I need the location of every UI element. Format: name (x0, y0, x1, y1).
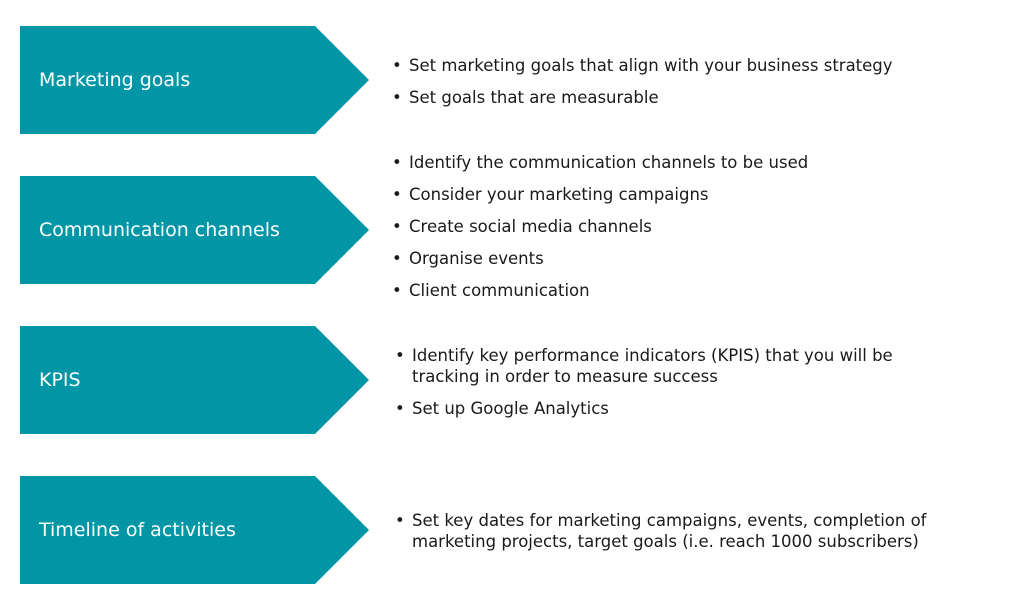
bullet-line: Set key dates for marketing campaigns, e… (412, 511, 927, 530)
bullet-line: marketing projects, target goals (i.e. r… (412, 532, 919, 551)
bullet-item: Consider your marketing campaigns (392, 184, 808, 205)
chevron-arrow-shape (20, 26, 369, 134)
bullet-line: tracking in order to measure success (412, 367, 718, 386)
bullet-item: Identify key performance indicators (KPI… (395, 345, 893, 387)
step-label: Communication channels (39, 219, 280, 241)
step-label: Timeline of activities (39, 519, 236, 541)
step-arrow-kpis: KPIS (20, 326, 369, 434)
bullet-item: Organise events (392, 248, 808, 269)
bullet-item: Set goals that are measurable (392, 87, 893, 108)
bullet-list-kpis: Identify key performance indicators (KPI… (395, 345, 893, 430)
step-label: Marketing goals (39, 69, 191, 91)
bullet-line: Identify key performance indicators (KPI… (412, 346, 893, 365)
chevron-arrow-shape (20, 476, 369, 584)
chevron-arrow-shape (20, 176, 369, 284)
step-arrow-timeline-of-activities: Timeline of activities (20, 476, 369, 584)
bullet-item: Set key dates for marketing campaigns, e… (395, 510, 927, 552)
chevron-arrow-shape (20, 326, 369, 434)
bullet-list-marketing-goals: Set marketing goals that align with your… (392, 55, 893, 119)
bullet-list-timeline-of-activities: Set key dates for marketing campaigns, e… (395, 510, 927, 563)
step-label: KPIS (39, 369, 81, 391)
bullet-item: Client communication (392, 280, 808, 301)
bullet-item: Identify the communication channels to b… (392, 152, 808, 173)
bullet-item: Create social media channels (392, 216, 808, 237)
bullet-item: Set up Google Analytics (395, 398, 893, 419)
bullet-list-communication-channels: Identify the communication channels to b… (392, 152, 808, 312)
step-arrow-marketing-goals: Marketing goals (20, 26, 369, 134)
step-arrow-communication-channels: Communication channels (20, 176, 369, 284)
bullet-item: Set marketing goals that align with your… (392, 55, 893, 76)
